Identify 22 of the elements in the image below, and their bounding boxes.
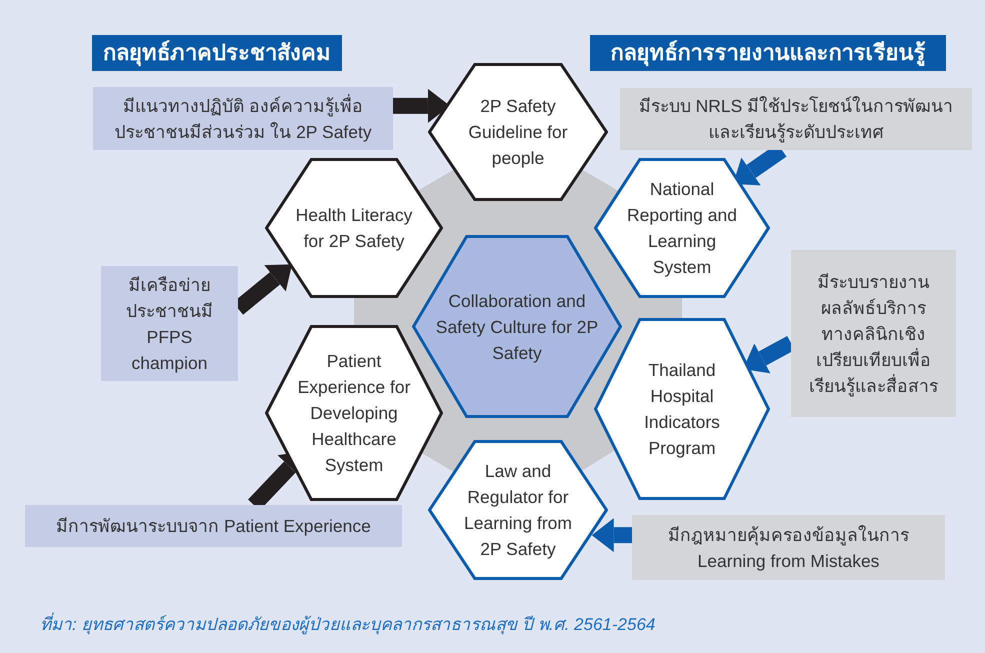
note-box: มีการพัฒนาระบบจาก Patient Experience	[25, 505, 402, 547]
center-hexagon	[412, 235, 622, 418]
note-box: มีกฎหมายคุ้มครองข้อมูลในการ Learning from Mistakes	[632, 515, 945, 580]
hexagon-label: National Reporting and Learning System	[626, 178, 738, 279]
hexagon	[594, 158, 770, 298]
note-box: มีระบบ NRLS มีใช้ประโยชน์ในการพัฒนาและเรียนรู้ระดับประเทศ	[620, 88, 972, 150]
note-box: มีระบบรายงานผลลัพธ์บริการทางคลินิกเชิงเปรียบเทียบเพื่อเรียนรู้และสื่อสาร	[791, 250, 956, 417]
hexagon	[428, 440, 608, 580]
note-box: มีเครือข่ายประชาชนมี PFPS champion	[101, 266, 238, 381]
hexagon-label: 2P Safety Guideline for people	[467, 95, 569, 170]
hexagon	[428, 63, 608, 201]
note-box: มีแนวทางปฏิบัติ องค์ความรู้เพื่อประชาชนมีส่วนร่วม ใน 2P Safety	[93, 87, 393, 150]
hexagon-label: Patient Experience for Developing Healthcare System	[296, 350, 412, 477]
hexagon-label: Health Literacy for 2P Safety	[294, 204, 414, 253]
hexagon-label: Law and Regulator for Learning from 2P Safety	[463, 460, 573, 561]
strategy-heading: กลยุทธ์การรายงานและการเรียนรู้	[590, 35, 946, 71]
block-arrow	[592, 518, 632, 552]
strategy-heading: กลยุทธ์ภาคประชาสังคม	[92, 35, 342, 71]
hexagon-label: Collaboration and Safety Culture for 2P Safety	[434, 290, 600, 365]
hexagon	[265, 158, 443, 298]
source-caption: ที่มา: ยุทธศาสตร์ความปลอดภัยของผู้ป่วยและบุคลากรสาธารณสุข ปี พ.ศ. 2561-2564	[40, 610, 656, 637]
hexagon-label: Thailand Hospital Indicators Program	[643, 359, 721, 460]
